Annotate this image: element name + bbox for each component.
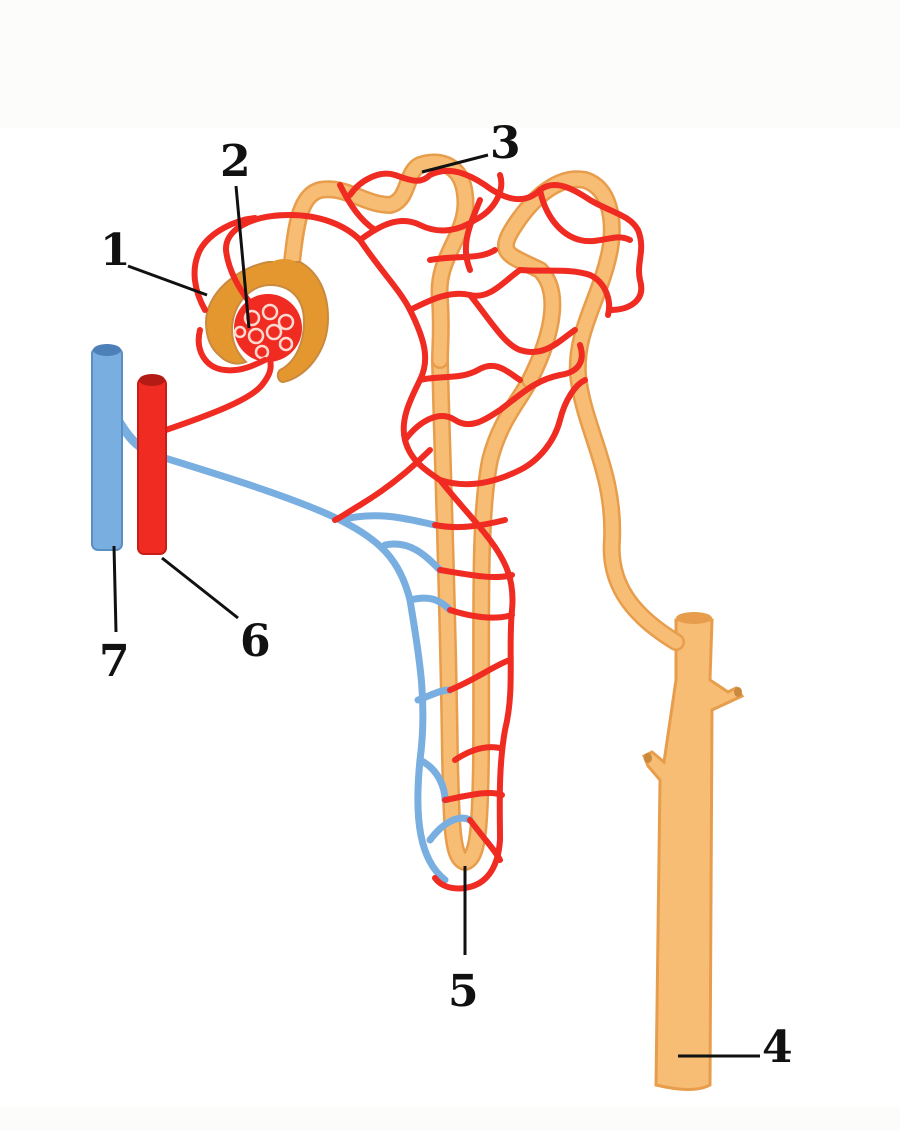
- leader-line-7: [112, 545, 118, 633]
- venous-capillaries: [151, 451, 474, 884]
- arterial-capillaries: [157, 167, 645, 892]
- label-7: 7: [99, 636, 130, 687]
- label-4: 4: [762, 1022, 793, 1073]
- label-5: 5: [448, 966, 479, 1017]
- number-labels: 1 2 3 4 5 6 7: [99, 118, 793, 1073]
- label-3: 3: [490, 118, 521, 169]
- top-margin: [0, 0, 900, 128]
- glomerulus: [233, 294, 302, 362]
- collecting-duct: [642, 612, 745, 1091]
- label-6: 6: [240, 616, 271, 667]
- label-2: 2: [220, 136, 251, 187]
- renal-artery: [137, 374, 167, 555]
- leader-line-6: [161, 556, 239, 620]
- bottom-margin: [0, 1106, 900, 1130]
- leader-line-3: [421, 153, 489, 174]
- label-1: 1: [100, 225, 131, 276]
- bowmans-capsule: [204, 259, 330, 384]
- blood-vessels: [113, 167, 645, 892]
- leader-line-2: [234, 185, 251, 329]
- leader-line-1: [127, 264, 208, 297]
- leader-lines: [112, 153, 760, 1058]
- renal-vein: [91, 344, 123, 551]
